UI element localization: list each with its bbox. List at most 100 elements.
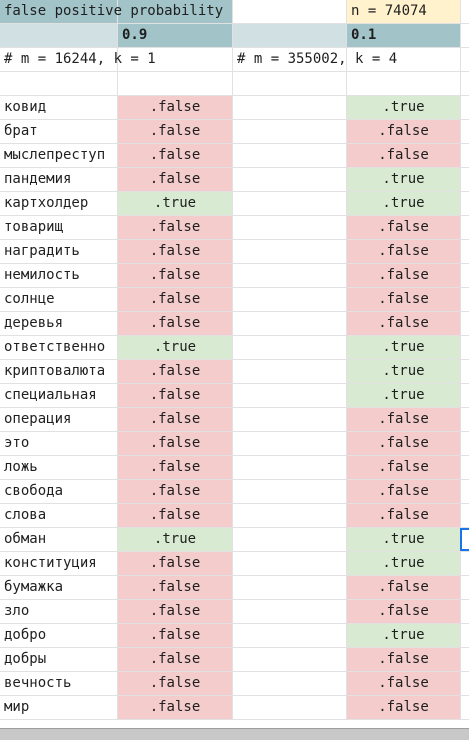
result-right-cell[interactable]: .false [347,576,461,600]
result-right-cell[interactable]: .true [347,96,461,120]
word-cell[interactable]: товарищ [0,216,118,240]
prob-label-cell[interactable] [0,24,118,48]
word-cell[interactable]: криптовалюта [0,360,118,384]
empty-cell[interactable] [233,432,347,456]
empty-cell[interactable] [461,672,469,696]
empty-cell[interactable] [461,384,469,408]
word-cell[interactable]: конституция [0,552,118,576]
result-right-cell[interactable]: .true [347,168,461,192]
result-left-cell[interactable]: .false [118,360,233,384]
empty-cell[interactable] [233,648,347,672]
empty-cell[interactable] [233,168,347,192]
result-left-cell[interactable]: .false [118,240,233,264]
empty-cell[interactable] [233,312,347,336]
result-right-cell[interactable]: .false [347,504,461,528]
result-left-cell[interactable]: .false [118,384,233,408]
empty-cell[interactable] [233,96,347,120]
empty-cell[interactable] [461,168,469,192]
empty-cell[interactable] [461,360,469,384]
result-left-cell[interactable]: .false [118,696,233,720]
empty-cell[interactable] [233,264,347,288]
empty-cell[interactable] [233,576,347,600]
result-left-cell[interactable]: .false [118,216,233,240]
empty-cell[interactable] [461,624,469,648]
empty-cell[interactable] [461,120,469,144]
result-left-cell[interactable]: .false [118,432,233,456]
empty-cell[interactable] [461,504,469,528]
result-right-cell[interactable]: .false [347,144,461,168]
result-right-cell[interactable]: .false [347,480,461,504]
empty-cell-e1[interactable] [461,0,469,24]
word-cell[interactable]: зло [0,600,118,624]
result-right-cell[interactable]: .true [347,384,461,408]
result-right-cell[interactable]: .false [347,120,461,144]
word-cell[interactable]: ответственно [0,336,118,360]
result-left-cell[interactable]: .false [118,504,233,528]
empty-cell[interactable] [233,672,347,696]
empty-cell[interactable] [461,600,469,624]
word-cell[interactable]: мыслепреступ [0,144,118,168]
empty-cell[interactable] [461,528,469,552]
empty-cell[interactable] [461,456,469,480]
result-right-cell[interactable]: .true [347,336,461,360]
empty-cell[interactable] [461,576,469,600]
empty-cell[interactable] [461,408,469,432]
empty-cell[interactable] [461,264,469,288]
empty-cell[interactable] [461,240,469,264]
word-cell[interactable]: вечность [0,672,118,696]
empty-cell[interactable] [461,432,469,456]
result-left-cell[interactable]: .false [118,552,233,576]
result-right-cell[interactable]: .false [347,240,461,264]
empty-cell[interactable] [233,216,347,240]
empty-cell[interactable] [233,360,347,384]
result-left-cell[interactable]: .true [118,192,233,216]
params-left-cell[interactable]: # m = 16244, k = 1 [0,48,156,72]
result-left-cell[interactable]: .false [118,648,233,672]
result-right-cell[interactable]: .false [347,264,461,288]
result-left-cell[interactable]: .false [118,408,233,432]
empty-cell[interactable] [233,144,347,168]
empty-cell-d4[interactable] [347,72,461,96]
empty-cell[interactable] [233,480,347,504]
result-left-cell[interactable]: .false [118,264,233,288]
empty-cell-c4[interactable] [233,72,347,96]
empty-cell[interactable] [233,624,347,648]
empty-cell[interactable] [233,120,347,144]
result-left-cell[interactable]: .false [118,168,233,192]
word-cell[interactable]: добро [0,624,118,648]
empty-cell[interactable] [233,552,347,576]
empty-cell[interactable] [461,648,469,672]
empty-cell-b3[interactable] [118,48,233,72]
empty-cell[interactable] [461,144,469,168]
params-right-cell[interactable]: # m = 355002, k = 4 [233,48,397,72]
result-right-cell[interactable]: .true [347,192,461,216]
prob-right-cell[interactable]: 0.1 [347,24,461,48]
result-right-cell[interactable]: .false [347,672,461,696]
empty-cell[interactable] [233,288,347,312]
result-left-cell[interactable]: .false [118,96,233,120]
result-left-cell[interactable]: .false [118,312,233,336]
empty-cell[interactable] [233,384,347,408]
empty-cell-e2[interactable] [461,24,469,48]
result-right-cell[interactable]: .true [347,360,461,384]
empty-cell[interactable] [461,696,469,720]
result-left-cell[interactable]: .false [118,624,233,648]
word-cell[interactable]: пандемия [0,168,118,192]
word-cell[interactable]: это [0,432,118,456]
empty-cell[interactable] [233,504,347,528]
result-right-cell[interactable]: .true [347,552,461,576]
empty-cell[interactable] [233,696,347,720]
word-cell[interactable]: солнце [0,288,118,312]
prob-spacer-cell[interactable] [233,24,347,48]
title-cell[interactable]: false positive probability [0,0,223,24]
word-cell[interactable]: обман [0,528,118,552]
empty-cell[interactable] [461,480,469,504]
empty-cell[interactable] [233,336,347,360]
result-right-cell[interactable]: .false [347,696,461,720]
word-cell[interactable]: наградить [0,240,118,264]
empty-cell[interactable] [233,456,347,480]
empty-cell[interactable] [461,216,469,240]
empty-cell[interactable] [461,312,469,336]
word-cell[interactable]: добры [0,648,118,672]
word-cell[interactable]: картхолдер [0,192,118,216]
